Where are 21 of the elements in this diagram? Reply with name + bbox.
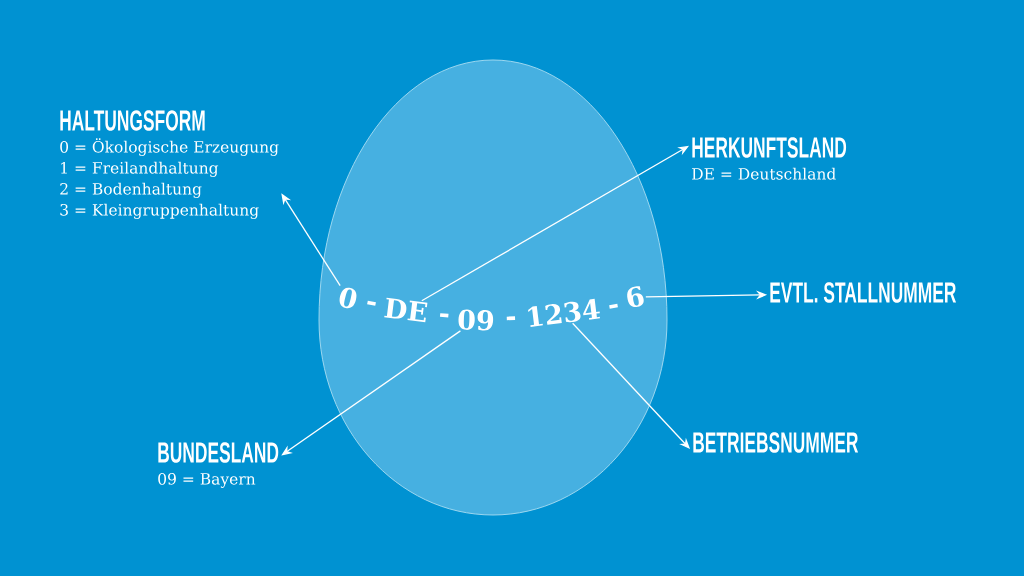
code-part: 09 [458, 309, 494, 331]
hyphen: - [367, 300, 376, 306]
egg [318, 59, 668, 516]
heading: EVTL. STALLNUMMER [770, 282, 957, 303]
heading: HERKUNFTSLAND [692, 137, 847, 158]
code-part: 6 [627, 286, 644, 308]
heading: BUNDESLAND [158, 442, 279, 463]
hyphen: - [609, 303, 618, 309]
hyphen: - [439, 313, 449, 318]
hyphen: - [506, 316, 516, 321]
description: 0 = Ökologische Erzeugung [60, 138, 279, 156]
description: 09 = Bayern [158, 472, 256, 488]
description: 3 = Kleingruppenhaltung [60, 203, 259, 219]
code-part: 0 [339, 287, 357, 309]
description: DE = Deutschland [692, 167, 836, 180]
description: 1 = Freilandhaltung [61, 161, 219, 177]
code-part: DE [384, 297, 428, 323]
heading: HALTUNGSFORM [60, 110, 205, 131]
description: 2 = Bodenhaltung [60, 182, 202, 198]
heading: BETRIEBSNUMMER [693, 432, 859, 453]
code-part: 1234 [528, 298, 600, 327]
